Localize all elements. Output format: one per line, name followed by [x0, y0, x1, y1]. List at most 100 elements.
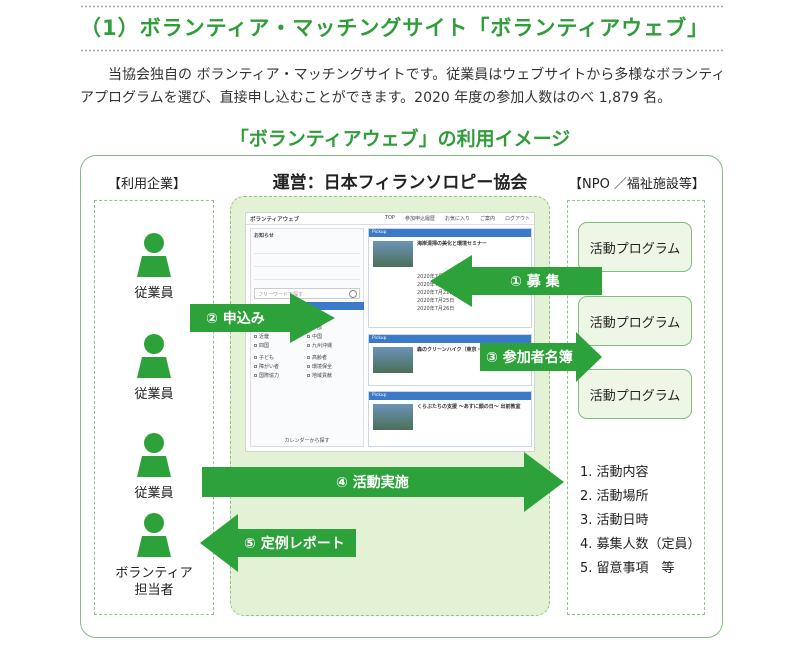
site-theme-checkbox[interactable]: 国際協力	[254, 372, 307, 379]
site-news-line[interactable]	[254, 267, 360, 280]
checkbox-icon[interactable]	[307, 365, 310, 368]
apply-label: ② 申込み	[206, 311, 265, 327]
bottom-dotted-rule	[80, 49, 723, 52]
activity-arrow: ④ 活動実施	[202, 452, 564, 512]
site-news-line[interactable]	[254, 241, 360, 254]
site-area-checkbox[interactable]: 中国	[307, 333, 360, 340]
search-icon[interactable]	[349, 290, 357, 298]
top-dotted-rule	[80, 5, 723, 8]
site-date-list: 2020年7月18日 2020年7月19日 2020年7月21日 2020年7月25日…	[417, 273, 527, 313]
site-date-item[interactable]: 2020年7月21日	[417, 290, 455, 296]
detail-item: 3. 活動日時	[580, 513, 649, 528]
detail-item: 1. 活動内容	[580, 465, 649, 480]
detail-item: 5. 留意事項 等	[580, 561, 675, 576]
site-search-placeholder: フリーワードで探す	[258, 292, 304, 298]
checkbox-icon[interactable]	[254, 335, 257, 338]
website-screenshot: ボランティアウェブ TOP 参加申込履歴 お気に入り ご案内 ログアウト お知ら…	[245, 212, 535, 452]
person-icon	[137, 233, 171, 277]
site-logo: ボランティアウェブ	[250, 216, 300, 223]
site-area-checkbox[interactable]: 九州沖縄	[307, 342, 360, 349]
site-theme-checkbox[interactable]: 高齢者	[307, 354, 360, 361]
site-theme-checkbox[interactable]: 地域貢献	[307, 372, 360, 379]
recruit-arrow: ① 募 集	[430, 255, 602, 307]
checkbox-label: 四国	[259, 343, 270, 349]
site-theme-filters: 子ども 高齢者障がい者 環境保全国際協力 地域貢献	[254, 354, 360, 379]
site-date-item[interactable]: 2020年7月25日	[417, 298, 455, 304]
arrow-right-shape	[480, 332, 602, 382]
site-area-checkbox[interactable]: 四国	[254, 342, 307, 349]
employee-person: 従業員	[94, 232, 214, 302]
site-sidebar: お知らせ フリーワードで探す 北海道東北関東中部近畿中国四国九州沖縄 子ども高齢…	[250, 228, 364, 447]
npo-label: 【NPO ／福祉施設等】	[569, 177, 705, 192]
intro-text: 当協会独自の ボランティア・マッチングサイトです。従業員はウェブサイトから多様な…	[80, 67, 726, 106]
checkbox-icon[interactable]	[254, 344, 257, 347]
site-news-heading: お知らせ	[254, 233, 274, 239]
npo-column	[567, 200, 705, 615]
section-title: （1）ボランティア・マッチングサイト「ボランティアウェブ」	[80, 16, 710, 40]
site-nav-guide[interactable]: ご案内	[479, 216, 495, 222]
site-nav-favorites[interactable]: お気に入り	[444, 216, 470, 222]
site-pickup-card[interactable]: Pickup くらぶたちの支援 ～あすに顔の日～ 出前教室	[368, 391, 532, 447]
checkbox-label: 近畿	[259, 334, 270, 340]
arrow-right-shape	[202, 452, 564, 512]
site-pickup-header: Pickup	[369, 392, 531, 400]
site-pickup-header: Pickup	[369, 229, 531, 237]
checkbox-label: 中国	[312, 334, 323, 340]
checkbox-label: 子ども	[259, 355, 275, 361]
program-box: 活動プログラム	[578, 296, 692, 346]
checkbox-icon[interactable]	[254, 365, 257, 368]
person-icon	[137, 433, 171, 477]
checkbox-icon[interactable]	[307, 374, 310, 377]
employee-person: 従業員	[94, 333, 214, 403]
site-nav: TOP 参加申込履歴 お気に入り ご案内 ログアウト	[385, 215, 530, 222]
site-pickup-header: Pickup	[369, 335, 531, 343]
site-date-item[interactable]: 2020年7月19日	[417, 282, 455, 288]
site-nav-history[interactable]: 参加申込履歴	[404, 216, 435, 222]
site-area-checkbox[interactable]: 近畿	[254, 333, 307, 340]
companies-column	[94, 200, 214, 615]
site-date-item[interactable]: 2020年7月18日	[417, 274, 455, 280]
checkbox-icon[interactable]	[254, 374, 257, 377]
arrow-left-shape	[430, 255, 602, 307]
checkbox-icon[interactable]	[307, 356, 310, 359]
checkbox-icon[interactable]	[254, 356, 257, 359]
site-nav-logout[interactable]: ログアウト	[504, 216, 530, 222]
program-box: 活動プログラム	[578, 369, 692, 419]
checkbox-label: 障がい者	[259, 364, 280, 370]
checkbox-icon[interactable]	[307, 344, 310, 347]
site-date-item[interactable]: 2020年7月26日	[417, 306, 455, 312]
diagram-title: 「ボランティアウェブ」の利用イメージ	[229, 128, 571, 150]
checkbox-icon[interactable]	[307, 335, 310, 338]
person-label: 従業員	[134, 286, 174, 301]
checkbox-label: 地域貢献	[312, 373, 333, 379]
site-calendar-link[interactable]: カレンダーから探す	[284, 438, 330, 444]
report-arrow: ⑤ 定例レポート	[200, 514, 356, 572]
diagram-frame	[80, 155, 723, 638]
arrow-left-shape	[200, 514, 356, 572]
program-box: 活動プログラム	[578, 222, 692, 272]
recruit-label: ① 募 集	[510, 274, 560, 290]
apply-arrow: ② 申込み	[190, 293, 335, 343]
person-label: 従業員	[134, 387, 174, 402]
site-news-line[interactable]	[254, 254, 360, 267]
site-theme-checkbox[interactable]: 障がい者	[254, 363, 307, 370]
activity-label: ④ 活動実施	[336, 475, 409, 491]
detail-item: 2. 活動場所	[580, 489, 649, 504]
site-theme-checkbox[interactable]: 子ども	[254, 354, 307, 361]
site-pickup-title[interactable]: 森のクリーンハイク（東京・奥多摩）	[417, 347, 502, 353]
site-pickup-title[interactable]: 海岸清掃の美化と環境セミナー	[417, 241, 488, 247]
site-pickup-photo	[373, 404, 413, 430]
checkbox-label: 高齢者	[312, 355, 328, 361]
detail-item: 4. 募集人数（定員）	[580, 537, 701, 552]
employee-person: 従業員	[94, 432, 214, 502]
site-search-input[interactable]: フリーワードで探す	[254, 288, 360, 299]
site-search-button[interactable]	[304, 302, 364, 310]
checkbox-label: 国際協力	[259, 373, 280, 379]
arrow-right-shape	[190, 293, 335, 343]
volunteer-coordinator-person: ボランティア 担当者	[94, 512, 214, 599]
companies-label: 【利用企業】	[108, 177, 187, 192]
site-pickup-title[interactable]: くらぶたちの支援 ～あすに顔の日～ 出前教室	[417, 404, 521, 410]
person-label: ボランティア 担当者	[115, 566, 193, 598]
site-nav-top[interactable]: TOP	[384, 215, 395, 221]
site-theme-checkbox[interactable]: 環境保全	[307, 363, 360, 370]
